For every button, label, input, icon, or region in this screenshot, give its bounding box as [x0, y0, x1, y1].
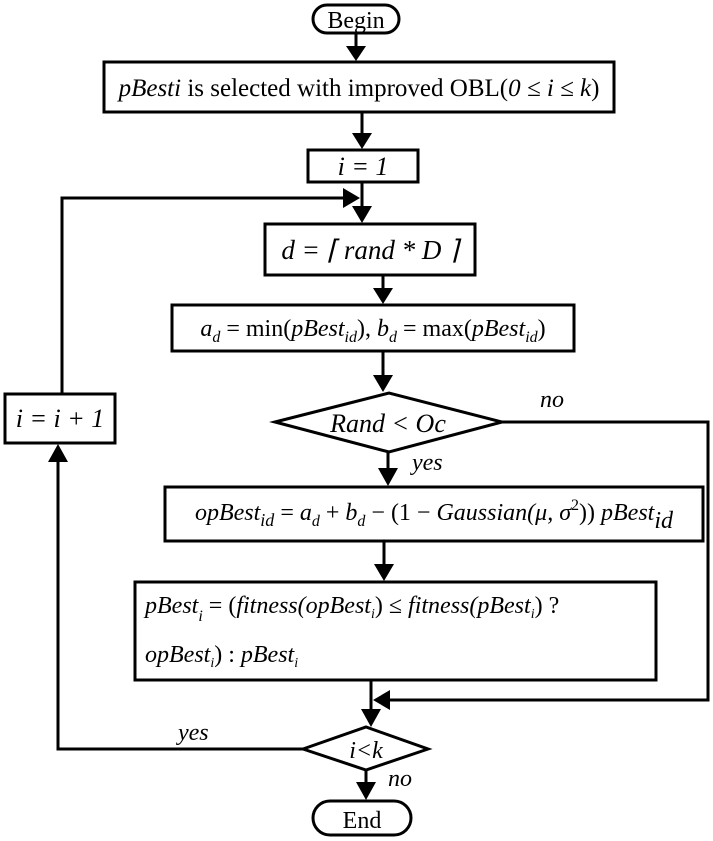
oc-yes-label: yes [410, 450, 443, 476]
increment-step[interactable]: i = i + 1 [3, 392, 117, 445]
bounds-step[interactable]: ad = min(pBestid), bd = max(pBestid) [170, 303, 576, 353]
arrowhead-icon [356, 782, 376, 800]
arrowhead-icon [343, 188, 360, 208]
arrowhead-icon [352, 133, 372, 149]
process-box [306, 148, 420, 184]
process-box [102, 60, 616, 114]
arrowhead-icon [373, 375, 393, 392]
bounds-text: ad = min(pBestid), bd = max(pBestid) [200, 316, 545, 346]
process-box [170, 303, 576, 353]
loop-decision-text: i<k [349, 738, 383, 764]
terminal-shape [311, 3, 401, 35]
process-box [263, 222, 477, 277]
decision-diamond [269, 391, 508, 454]
connectors [48, 33, 710, 800]
update-text-line2: opBesti) : pBesti [145, 642, 298, 671]
opposite-text: opBestid = ad + bd − (1 − Gaussian(μ, σ2… [195, 497, 674, 534]
oc-no-label: no [540, 387, 564, 413]
decision-diamond [298, 725, 433, 772]
opposite-step[interactable]: opBestid = ad + bd − (1 − Gaussian(μ, σ2… [163, 485, 705, 543]
update-step[interactable]: pBesti = (fitness(opBesti) ≤ fitness(pBe… [133, 580, 658, 682]
arrowhead-icon [352, 206, 372, 223]
process-box [163, 485, 705, 543]
init-step-text: i = 1 [338, 152, 389, 181]
select-step-text: pBesti is selected with improved OBL(0 ≤… [117, 75, 600, 102]
update-text-line1: pBesti = (fitness(opBesti) ≤ fitness(pBe… [143, 593, 559, 625]
begin-terminal[interactable]: Begin [311, 3, 401, 35]
increment-text: i = i + 1 [16, 404, 105, 433]
arrowhead-icon [361, 709, 381, 727]
end-terminal[interactable]: End [311, 799, 413, 837]
connector-yes-increment [56, 462, 303, 751]
arrowhead-icon [346, 46, 366, 61]
connector-loop-back [60, 196, 345, 394]
arrowhead-icon [373, 690, 390, 710]
process-box [3, 392, 117, 445]
oc-decision[interactable]: Rand < Oc no yes [269, 387, 564, 476]
loop-no-label: no [388, 766, 412, 792]
select-step[interactable]: pBesti is selected with improved OBL(0 ≤… [102, 60, 616, 114]
init-step[interactable]: i = 1 [306, 148, 420, 184]
process-box [133, 580, 658, 682]
loop-decision[interactable]: i<k yes no [176, 720, 433, 792]
arrowhead-icon [48, 444, 68, 462]
begin-label: Begin [327, 8, 384, 34]
arrowhead-icon [374, 564, 394, 581]
connector-no-bypass [388, 420, 710, 702]
arrowhead-icon [373, 288, 393, 304]
pick-dimension-step[interactable]: d = ⌈ rand * D ⌉ [263, 222, 477, 277]
pick-dimension-text: d = ⌈ rand * D ⌉ [281, 235, 462, 265]
oc-decision-text: Rand < Oc [329, 409, 446, 438]
end-label: End [343, 808, 382, 834]
terminal-shape [311, 799, 413, 837]
loop-yes-label: yes [176, 720, 209, 746]
arrowhead-icon [378, 468, 398, 486]
